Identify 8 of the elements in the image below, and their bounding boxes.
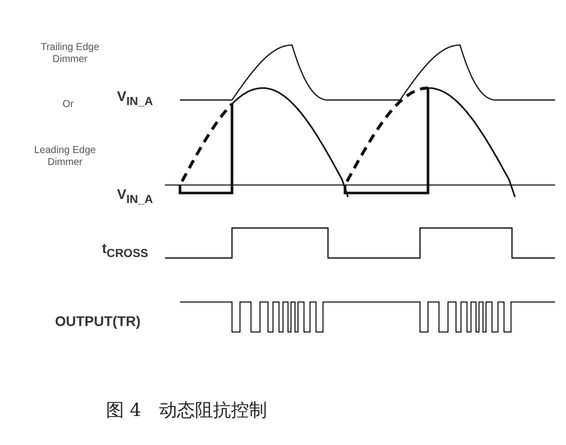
- note-text: Leading Edge Dimmer: [33, 145, 97, 169]
- signal-label: V$_{IN_A}$: [117, 186, 153, 206]
- caption: 图 4 动态阻抗控制: [106, 399, 268, 422]
- note-text: Or: [61, 99, 75, 111]
- signal-label: V$_{IN_A}$: [117, 88, 153, 108]
- note-text: Trailing Edge Dimmer: [40, 42, 100, 66]
- signal-label: OUTPUT(TR): [55, 313, 141, 329]
- signal-label: t$_{CROSS}$: [102, 240, 148, 260]
